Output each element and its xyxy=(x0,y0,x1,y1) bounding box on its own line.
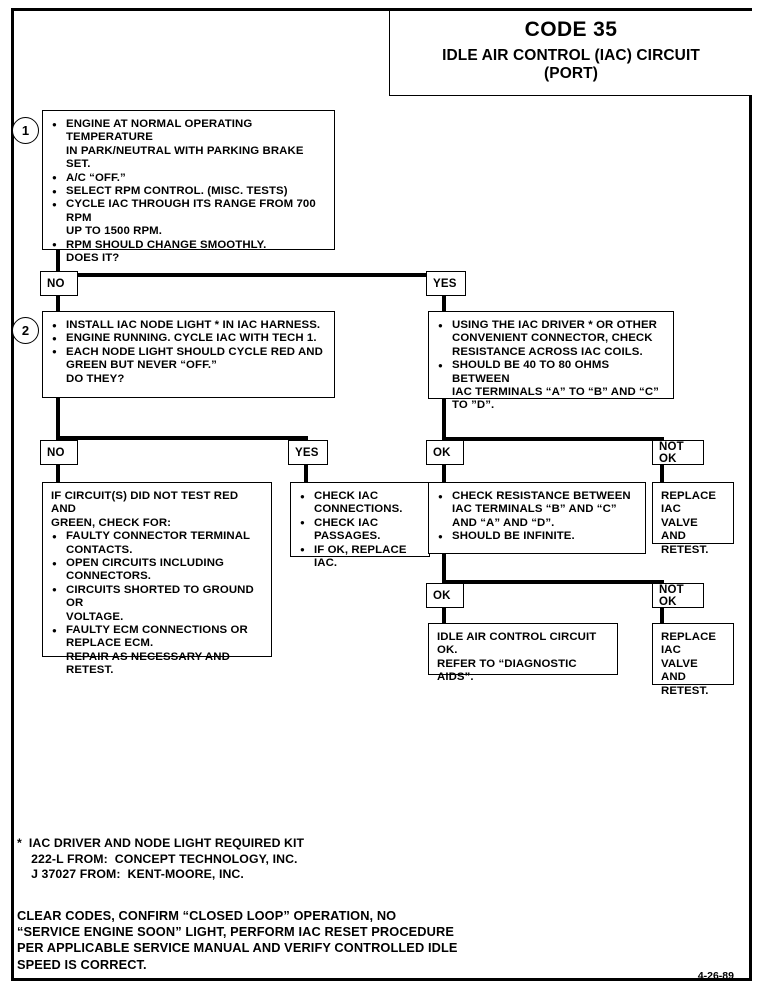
list-item: CYCLE IAC THROUGH ITS RANGE FROM 700 RPM… xyxy=(51,198,326,238)
connector-iacdriver-down xyxy=(442,399,446,441)
connector-yes-to-iacdriver xyxy=(442,294,446,312)
circuit-ok-box: IDLE AIR CONTROL CIRCUIT OK. REFER TO “D… xyxy=(428,623,618,683)
list-item: CIRCUITS SHORTED TO GROUND OR VOLTAGE. xyxy=(51,583,263,624)
list-item: ENGINE AT NORMAL OPERATING TEMPERATURE I… xyxy=(51,118,326,172)
connector-step2-down xyxy=(56,398,60,440)
list-item: ENGINE RUNNING. CYCLE IAC WITH TECH 1. xyxy=(51,332,326,346)
step-1-list: ENGINE AT NORMAL OPERATING TEMPERATURE I… xyxy=(51,118,326,252)
step-number-2: 2 xyxy=(12,317,39,344)
list-item: OPEN CIRCUITS INCLUDING CONNECTORS. xyxy=(51,557,263,584)
list-item: SHOULD BE 40 TO 80 OHMS BETWEEN IAC TERM… xyxy=(437,359,665,413)
kit-footnote: * IAC DRIVER AND NODE LIGHT REQUIRED KIT… xyxy=(17,836,305,881)
branch-label-step2-yes: YES xyxy=(288,440,328,465)
bottom-procedure-note: CLEAR CODES, CONFIRM “CLOSED LOOP” OPERA… xyxy=(17,908,458,972)
connector-no-to-step2 xyxy=(56,294,60,314)
check-resistance-list: CHECK RESISTANCE BETWEEN IAC TERMINALS “… xyxy=(437,489,637,544)
step-1-box: ENGINE AT NORMAL OPERATING TEMPERATURE I… xyxy=(42,110,335,264)
list-item: RPM SHOULD CHANGE SMOOTHLY. xyxy=(51,238,326,252)
connector-step2-bus xyxy=(56,436,308,440)
step-2-question: DO THEY? xyxy=(66,372,125,385)
title-block: CODE 35 IDLE AIR CONTROL (IAC) CIRCUIT (… xyxy=(389,10,752,96)
branch-label-step2-no: NO xyxy=(40,440,78,465)
list-item: CHECK RESISTANCE BETWEEN IAC TERMINALS “… xyxy=(437,489,637,530)
page-border xyxy=(11,8,752,981)
connector-resistance-box-bus xyxy=(442,580,664,584)
branch-label-resistance-ok: OK xyxy=(426,440,464,465)
connector-iacdriver-bus xyxy=(442,437,664,441)
connector-infinite-notok-down2 xyxy=(660,606,664,624)
list-item: SHOULD BE INFINITE. xyxy=(437,530,637,544)
list-item: A/C “OFF.” xyxy=(51,171,326,185)
connector-infinite-ok-down2 xyxy=(442,606,446,624)
branch-label-step1-no: NO xyxy=(40,271,78,296)
circuit-title-line2: (PORT) xyxy=(544,65,598,82)
circuit-fault-heading: IF CIRCUIT(S) DID NOT TEST RED AND GREEN… xyxy=(51,490,239,529)
document-info: 4-26-89 ● 9S 6034-6E xyxy=(604,944,734,990)
list-item: FAULTY ECM CONNECTIONS OR REPLACE ECM. xyxy=(51,624,263,651)
connector-resistance-ok-down xyxy=(442,463,446,483)
check-iac-box: CHECK IAC CONNECTIONS. CHECK IAC PASSAGE… xyxy=(290,482,430,569)
list-item: CHECK IAC PASSAGES. xyxy=(299,516,421,544)
code-title: CODE 35 xyxy=(524,18,618,41)
list-item: INSTALL IAC NODE LIGHT * IN IAC HARNESS. xyxy=(51,318,326,332)
step-number-1: 1 xyxy=(12,117,39,144)
connector-step2-yes-down2 xyxy=(304,463,308,483)
branch-label-step1-yes: YES xyxy=(426,271,466,296)
circuit-fault-trailer: REPAIR AS NECESSARY AND RETEST. xyxy=(66,650,230,677)
list-item: IF OK, REPLACE IAC. xyxy=(299,543,421,571)
check-iac-list: CHECK IAC CONNECTIONS. CHECK IAC PASSAGE… xyxy=(299,490,421,570)
list-item: EACH NODE LIGHT SHOULD CYCLE RED AND GRE… xyxy=(51,345,326,373)
step-1-question: DOES IT? xyxy=(66,252,120,265)
replace-valve-top-text: REPLACE IAC VALVE AND RETEST. xyxy=(661,490,717,556)
list-item: SELECT RPM CONTROL. (MISC. TESTS) xyxy=(51,185,326,199)
connector-step1-down xyxy=(56,250,60,277)
circuit-title-line1: IDLE AIR CONTROL (IAC) CIRCUIT xyxy=(442,47,700,64)
step-2-box: INSTALL IAC NODE LIGHT * IN IAC HARNESS.… xyxy=(42,311,335,398)
replace-valve-bottom-text: REPLACE IAC VALVE AND RETEST. xyxy=(661,631,717,697)
connector-step2-no-down2 xyxy=(56,463,60,483)
iac-driver-list: USING THE IAC DRIVER * OR OTHER CONVENIE… xyxy=(437,318,665,413)
circuit-title: IDLE AIR CONTROL (IAC) CIRCUIT (PORT) xyxy=(390,47,752,83)
connector-resistance-notok-down xyxy=(660,463,664,483)
list-item: CHECK IAC CONNECTIONS. xyxy=(299,490,421,517)
circuit-fault-list: FAULTY CONNECTOR TERMINAL CONTACTS. OPEN… xyxy=(51,530,263,651)
check-resistance-box: CHECK RESISTANCE BETWEEN IAC TERMINALS “… xyxy=(428,482,646,554)
iac-driver-box: USING THE IAC DRIVER * OR OTHER CONVENIE… xyxy=(428,311,674,411)
branch-label-infinite-ok: OK xyxy=(426,583,464,608)
connector-resistance-box-down xyxy=(442,554,446,584)
list-item: USING THE IAC DRIVER * OR OTHER CONVENIE… xyxy=(437,318,665,359)
replace-valve-top-box: REPLACE IAC VALVE AND RETEST. xyxy=(652,482,734,556)
circuit-ok-text: IDLE AIR CONTROL CIRCUIT OK. REFER TO “D… xyxy=(437,631,597,684)
branch-label-infinite-not-ok: NOT OK xyxy=(652,583,704,608)
connector-step1-bus xyxy=(56,273,446,277)
list-item: FAULTY CONNECTOR TERMINAL CONTACTS. xyxy=(51,530,263,557)
replace-valve-bottom-box: REPLACE IAC VALVE AND RETEST. xyxy=(652,623,734,697)
document-date: 4-26-89 xyxy=(697,970,734,982)
branch-label-resistance-not-ok: NOT OK xyxy=(652,440,704,465)
circuit-fault-box: IF CIRCUIT(S) DID NOT TEST RED AND GREEN… xyxy=(42,482,272,676)
step-2-list: INSTALL IAC NODE LIGHT * IN IAC HARNESS.… xyxy=(51,318,326,373)
